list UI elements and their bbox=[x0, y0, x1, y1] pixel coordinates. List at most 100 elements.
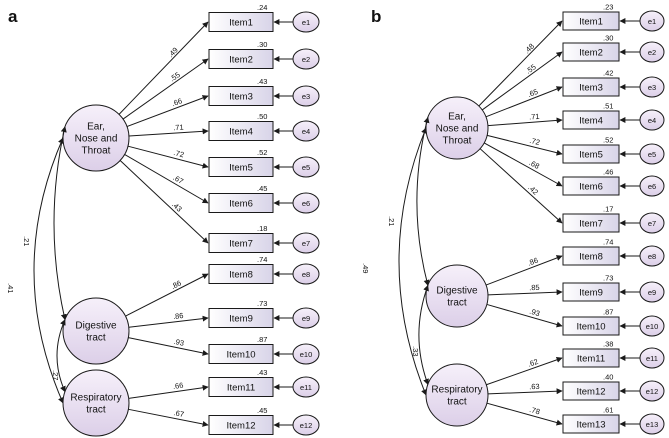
r2-value: .52 bbox=[257, 148, 267, 157]
loading-value: .66 bbox=[172, 381, 184, 391]
error-label: e6 bbox=[648, 182, 656, 191]
item-label: Item1 bbox=[229, 18, 253, 29]
loading-arrow bbox=[125, 273, 209, 317]
panel-label: a bbox=[8, 7, 18, 26]
error-label: e12 bbox=[300, 421, 313, 430]
r2-value: .50 bbox=[257, 112, 267, 121]
factor-ent-label: Throat bbox=[82, 146, 111, 157]
error-label: e12 bbox=[646, 387, 659, 396]
loading-value: .86 bbox=[173, 311, 184, 321]
r2-value: .61 bbox=[603, 406, 613, 415]
r2-value: .24 bbox=[257, 3, 267, 12]
item-box bbox=[562, 414, 620, 434]
factor-dig-label: Digestive bbox=[436, 286, 478, 297]
r2-value: .45 bbox=[257, 406, 267, 415]
loading-value: .67 bbox=[173, 408, 185, 419]
item-label: Item5 bbox=[579, 150, 603, 161]
item-label: Item10 bbox=[226, 350, 255, 361]
item-box bbox=[562, 381, 620, 401]
loading-value: .67 bbox=[171, 173, 185, 186]
loading-arrow bbox=[481, 51, 563, 111]
item-box bbox=[562, 348, 620, 368]
item-box bbox=[208, 264, 274, 284]
item-box bbox=[208, 86, 274, 106]
correlation-value: .49 bbox=[361, 263, 370, 273]
item-box bbox=[562, 144, 620, 164]
item-label: Item5 bbox=[229, 163, 253, 174]
item-box bbox=[562, 77, 620, 97]
loading-value: .63 bbox=[529, 382, 540, 391]
correlation-arrow bbox=[33, 137, 64, 404]
loading-value: .93 bbox=[528, 307, 540, 319]
loading-arrow bbox=[128, 408, 209, 427]
item-label: Item11 bbox=[227, 383, 255, 394]
r2-value: .51 bbox=[603, 102, 613, 111]
loading-value: .62 bbox=[527, 357, 540, 369]
item-box bbox=[208, 344, 274, 364]
item-label: Item12 bbox=[226, 421, 255, 432]
error-label: e2 bbox=[302, 55, 310, 64]
factor-resp-label: Respiratory bbox=[431, 385, 482, 396]
loading-arrow bbox=[487, 388, 563, 395]
factor-ent-label: Ear, bbox=[87, 122, 105, 133]
correlation-value: .41 bbox=[6, 283, 15, 293]
loading-value: .65 bbox=[526, 87, 539, 99]
factor-resp-label: tract bbox=[447, 397, 467, 408]
item-box bbox=[208, 233, 274, 253]
r2-value: .17 bbox=[603, 205, 613, 214]
item-label: Item3 bbox=[229, 92, 253, 103]
item-label: Item4 bbox=[229, 127, 253, 138]
error-label: e10 bbox=[646, 322, 659, 331]
loading-arrow bbox=[128, 384, 209, 399]
r2-value: .74 bbox=[603, 238, 613, 247]
loading-arrow bbox=[126, 95, 209, 127]
item-box bbox=[562, 316, 620, 336]
loading-arrow bbox=[483, 142, 563, 187]
item-label: Item7 bbox=[229, 239, 253, 250]
item-label: Item9 bbox=[229, 314, 253, 325]
r2-value: .30 bbox=[603, 34, 613, 43]
loading-arrow bbox=[124, 154, 209, 204]
loading-value: .72 bbox=[173, 148, 185, 159]
r2-value: .43 bbox=[257, 368, 267, 377]
item-box bbox=[562, 11, 620, 31]
r2-value: .40 bbox=[603, 373, 613, 382]
r2-value: .43 bbox=[257, 77, 267, 86]
loading-value: .68 bbox=[528, 158, 541, 171]
r2-value: .18 bbox=[257, 224, 267, 233]
r2-value: .73 bbox=[603, 274, 613, 283]
item-label: Item7 bbox=[579, 219, 603, 230]
factor-resp-label: Respiratory bbox=[70, 393, 121, 404]
error-label: e1 bbox=[648, 17, 656, 26]
item-label: Item12 bbox=[576, 387, 605, 398]
loading-arrow bbox=[122, 58, 209, 120]
error-label: e10 bbox=[300, 350, 313, 359]
item-box bbox=[208, 121, 274, 141]
r2-value: .45 bbox=[257, 184, 267, 193]
loading-arrow bbox=[128, 315, 209, 328]
loading-arrow bbox=[485, 86, 563, 118]
factor-ent-label: Nose and bbox=[75, 134, 118, 145]
r2-value: .52 bbox=[603, 136, 613, 145]
error-label: e7 bbox=[648, 219, 656, 228]
correlation-value: .27 bbox=[51, 370, 60, 380]
r2-value: .73 bbox=[257, 299, 267, 308]
r2-value: .30 bbox=[257, 40, 267, 49]
error-label: e3 bbox=[648, 83, 656, 92]
factor-dig-label: tract bbox=[86, 333, 106, 344]
loading-arrow bbox=[128, 128, 209, 137]
item-label: Item2 bbox=[229, 55, 253, 66]
item-box bbox=[208, 49, 274, 69]
r2-value: .38 bbox=[603, 340, 613, 349]
error-label: e9 bbox=[302, 314, 310, 323]
error-label: e2 bbox=[648, 48, 656, 57]
loading-value: .55 bbox=[524, 62, 538, 75]
item-box bbox=[562, 246, 620, 266]
item-label: Item11 bbox=[577, 354, 605, 365]
item-label: Item1 bbox=[579, 17, 603, 28]
loading-arrow bbox=[486, 356, 563, 386]
item-box bbox=[208, 157, 274, 177]
item-label: Item10 bbox=[576, 322, 605, 333]
